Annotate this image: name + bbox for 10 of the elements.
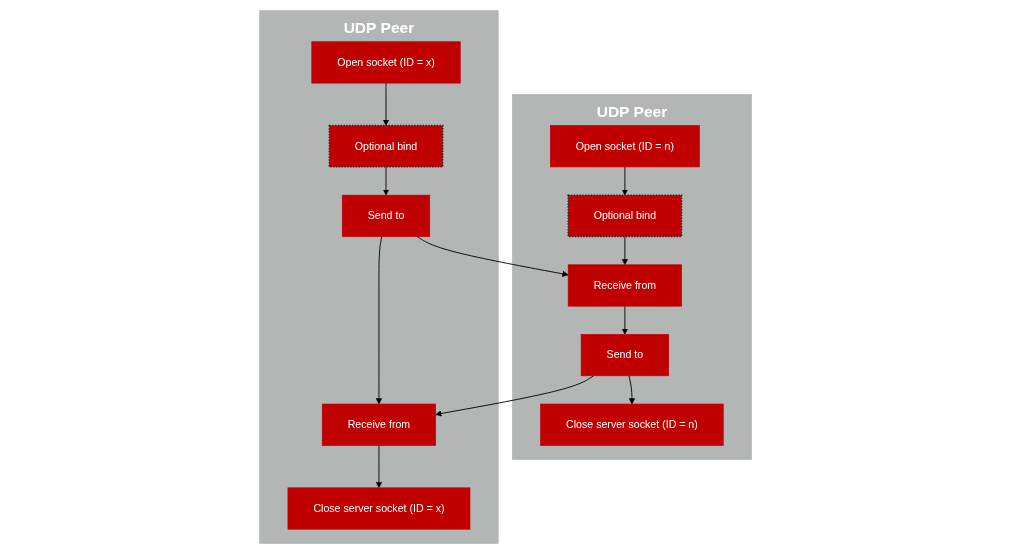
node-box: Close server socket (ID = x) <box>288 487 471 530</box>
node-box: Optional bind <box>329 124 444 168</box>
node-box: Open socket (ID = x) <box>311 41 461 84</box>
node-box: Open socket (ID = n) <box>550 125 701 168</box>
node-box: Close server socket (ID = n) <box>540 403 724 446</box>
node-box: Optional bind <box>567 194 683 238</box>
node-box: Send to <box>581 334 670 377</box>
node-box: Send to <box>342 194 431 237</box>
node-box: Receive from <box>322 403 437 446</box>
node-box: Receive from <box>568 264 683 307</box>
